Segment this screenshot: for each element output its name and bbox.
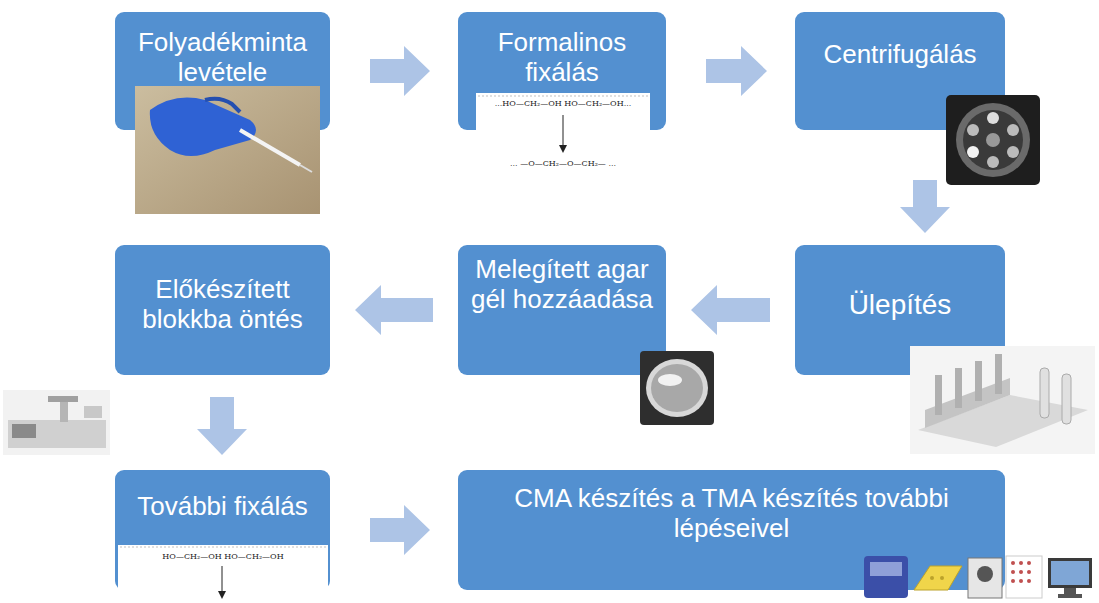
box-label: Formalinos fixálás xyxy=(468,28,656,88)
block-arrow xyxy=(197,397,247,455)
box-label: Centrifugálás xyxy=(805,40,995,70)
process-box: Előkészített blokkba öntés xyxy=(115,245,330,375)
process-box: CMA készítés a TMA készítés további lépé… xyxy=(458,470,1005,590)
formula-text: ... —O—CH₂—O—CH₂— ... xyxy=(478,160,648,168)
formula-image xyxy=(118,545,328,603)
box-label: Ülepítés xyxy=(805,289,995,321)
block-arrow xyxy=(706,46,767,96)
formula-text: HO—CH₂—OH HO—CH₂—OH xyxy=(120,553,326,561)
block-arrow xyxy=(370,46,430,96)
block-arrow xyxy=(691,285,770,335)
box-label: CMA készítés a TMA készítés további lépé… xyxy=(478,484,985,544)
petri-dish-photo xyxy=(640,351,714,425)
box-label: További fixálás xyxy=(125,492,320,522)
centrifuge-photo xyxy=(946,95,1040,185)
equipment-icons xyxy=(864,556,1092,598)
box-label: Melegített agar gél hozzáadása xyxy=(468,255,656,315)
embedding-machine-photo xyxy=(3,390,110,455)
tube-rack-image xyxy=(910,346,1095,454)
block-arrow xyxy=(900,180,950,233)
block-arrow xyxy=(355,285,433,335)
box-label: Folyadékminta levétele xyxy=(125,28,320,88)
process-box: Melegített agar gél hozzáadása xyxy=(458,245,666,375)
formula-image xyxy=(476,93,650,181)
box-label: Előkészített blokkba öntés xyxy=(125,275,320,335)
formula-text: ...HO—CH₂—OH HO—CH₂—OH... xyxy=(478,100,648,108)
sampling-photo xyxy=(135,86,320,214)
block-arrow xyxy=(370,505,430,555)
